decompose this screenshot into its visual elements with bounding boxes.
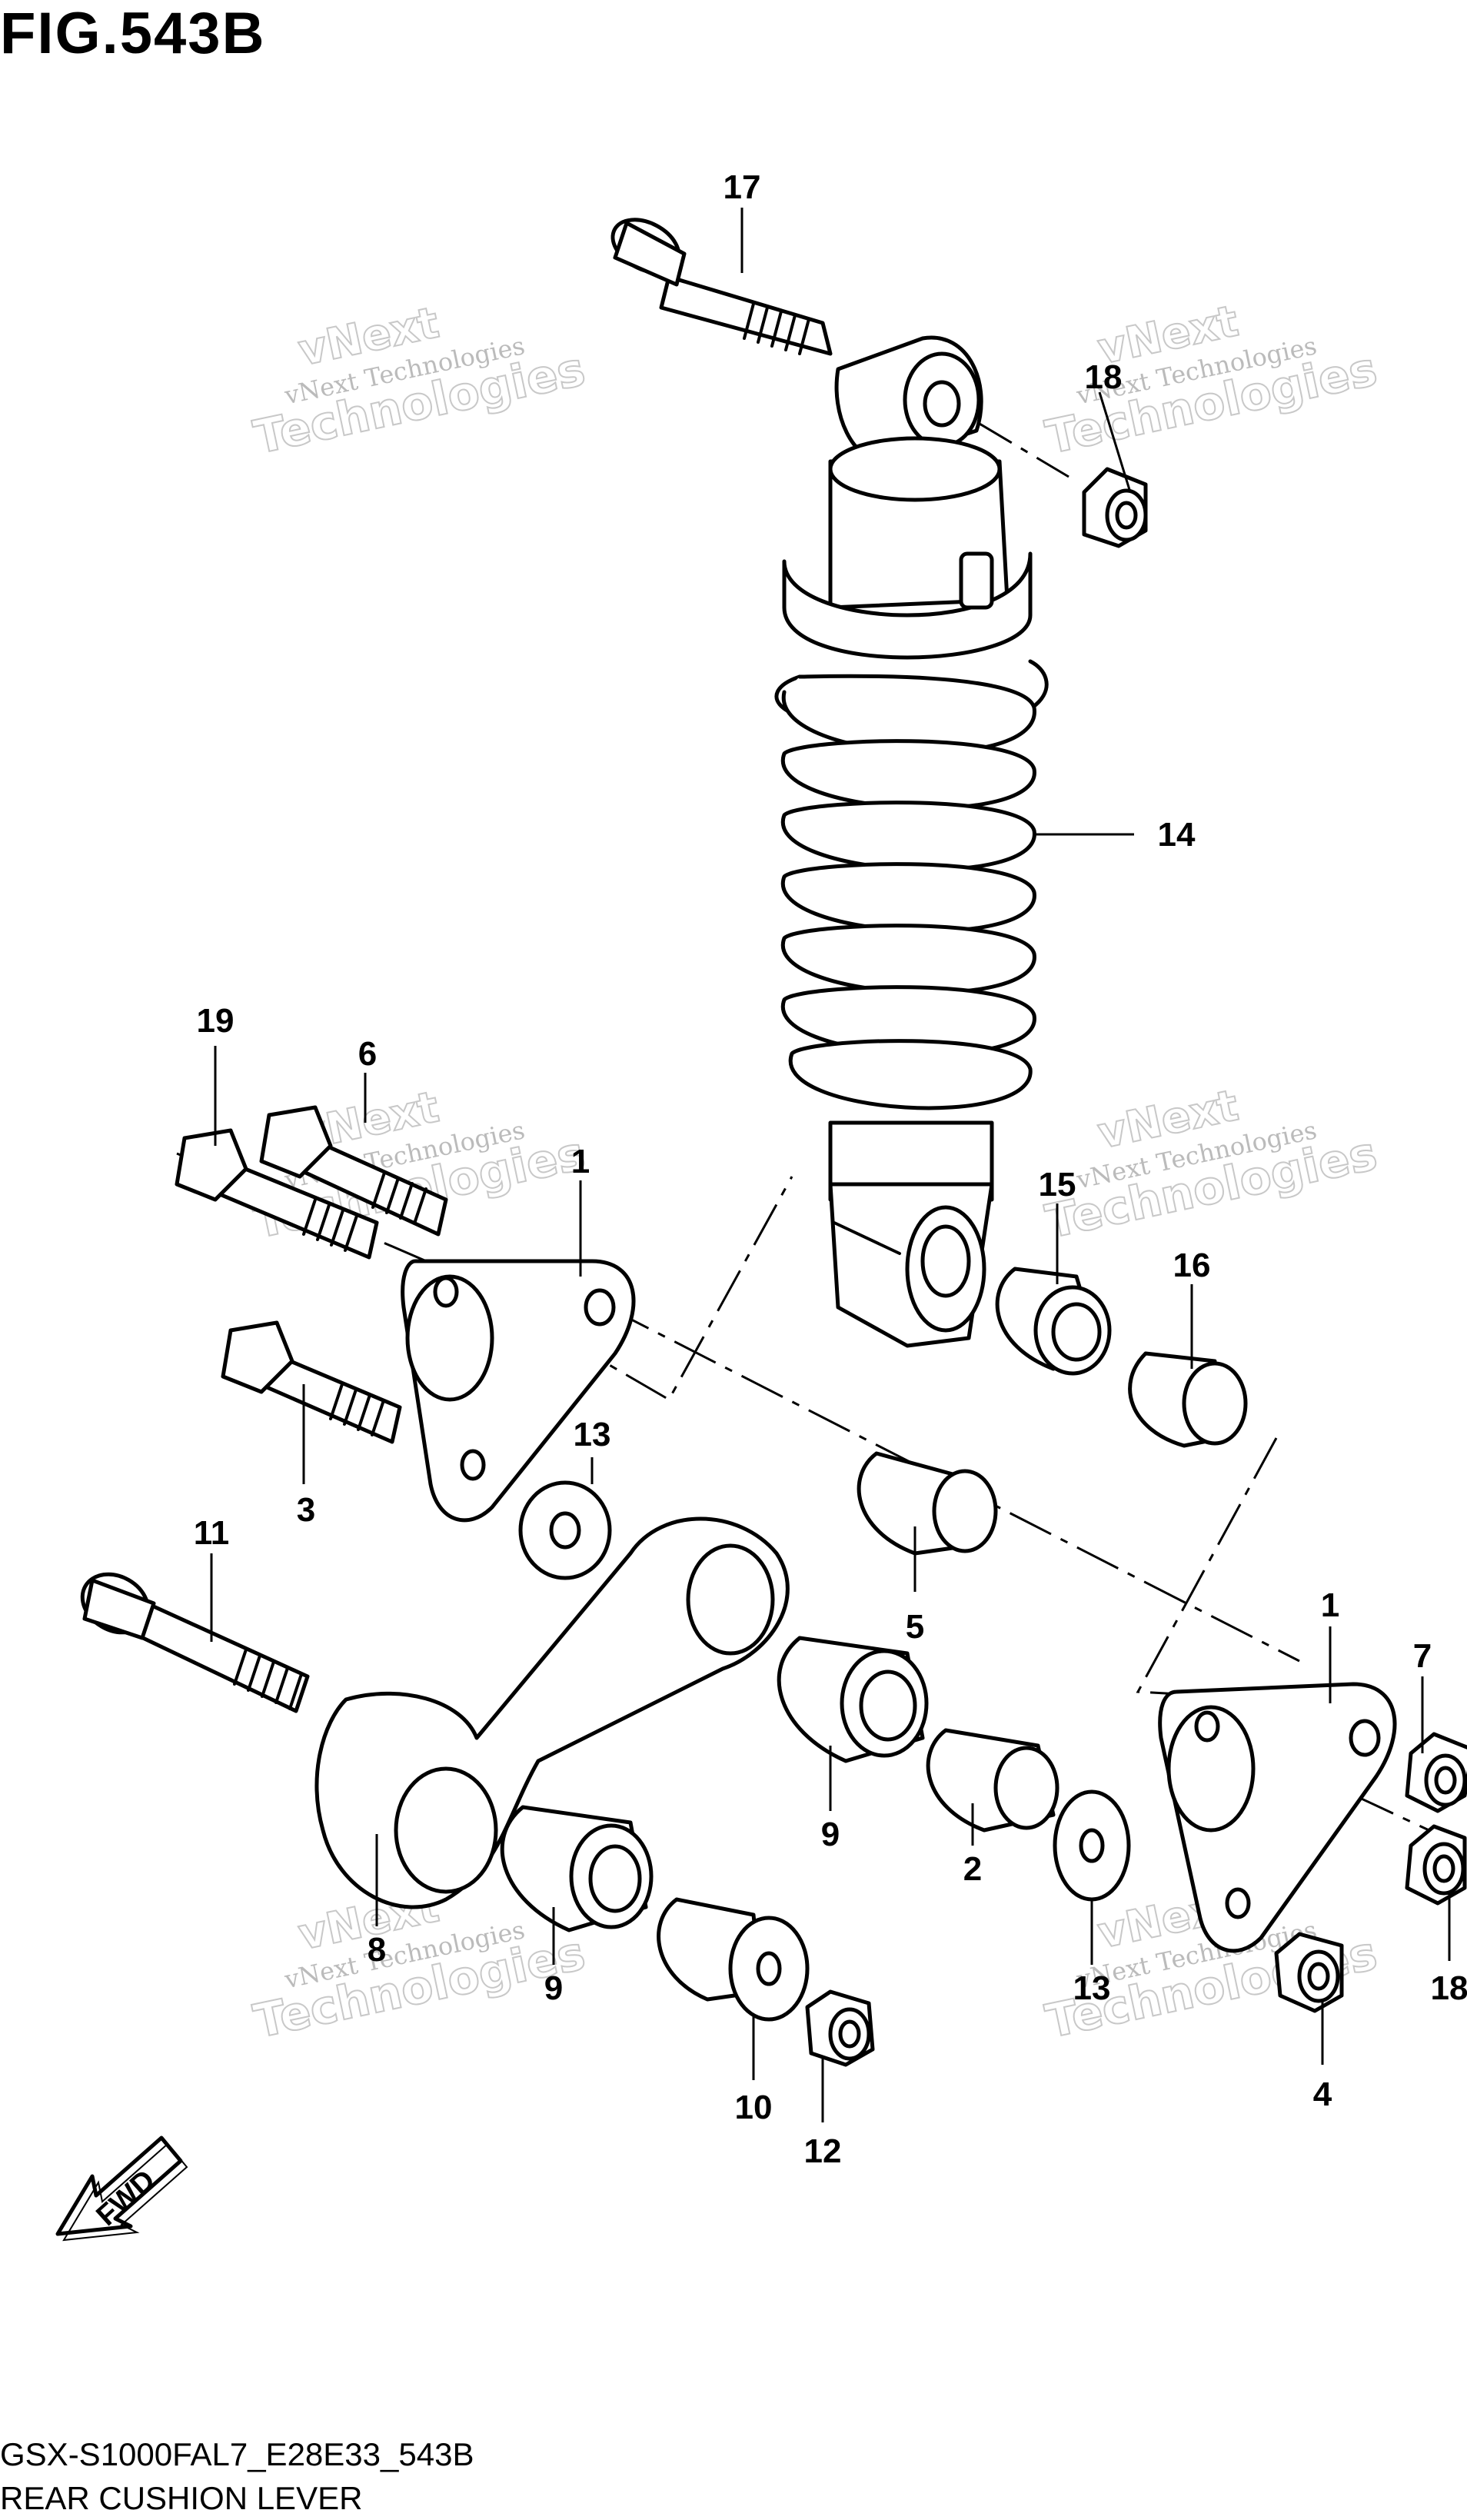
watermark: vNext Technologies vNext Technologies	[248, 297, 590, 465]
callout-3: 3	[297, 1491, 315, 1529]
callouts: 17 18 14 19 6 1 15 16 13 3 11 5 1 7 9 2 …	[194, 168, 1467, 2170]
bolt-3	[221, 1320, 402, 1444]
washer-13-left	[518, 1480, 612, 1580]
callout-14: 14	[1158, 816, 1196, 854]
collar-16	[1128, 1351, 1248, 1448]
bolt-11	[80, 1572, 310, 1713]
leader-lines	[210, 208, 1451, 2122]
callout-18-bottom: 18	[1431, 1969, 1467, 2007]
callout-8: 8	[368, 1931, 386, 1969]
callout-6: 6	[358, 1035, 377, 1073]
callout-16: 16	[1173, 1247, 1211, 1284]
collar-10	[657, 1897, 810, 2022]
callout-1-right: 1	[1321, 1586, 1339, 1624]
shock-absorber-14	[774, 335, 1049, 1348]
nut-18-top	[1082, 467, 1148, 548]
spacer-5	[857, 1451, 998, 1556]
spacer-2	[926, 1728, 1060, 1833]
bolt-17	[610, 218, 833, 356]
watermark: vNext Technologies vNext Technologies	[1040, 1080, 1382, 1250]
nut-12	[805, 1989, 875, 2067]
figure-name: REAR CUSHION LEVER	[0, 2480, 363, 2516]
callout-15: 15	[1039, 1166, 1076, 1203]
callout-18: 18	[1085, 358, 1123, 396]
nut-7	[1405, 1732, 1467, 1813]
fwd-arrow-icon: FWD	[55, 2136, 188, 2242]
nut-18-bottom	[1405, 1824, 1467, 1906]
callout-7: 7	[1413, 1637, 1432, 1675]
cushion-lever-8	[314, 1516, 790, 1909]
cushion-rod-1-right	[1158, 1682, 1397, 1953]
callout-5: 5	[906, 1608, 924, 1646]
callout-2: 2	[963, 1850, 982, 1888]
callout-4: 4	[1313, 2076, 1332, 2113]
callout-13-right: 13	[1073, 1969, 1111, 2007]
bolt-19	[175, 1128, 379, 1260]
figure-title: FIG.543B	[0, 1, 266, 66]
bearing-15	[995, 1267, 1112, 1376]
bolt-6	[259, 1105, 448, 1237]
figure-code: GSX-S1000FAL7_E28E33_543B	[0, 2436, 474, 2472]
nut-4	[1274, 1932, 1344, 2013]
callout-9-bottom: 9	[544, 1969, 563, 2007]
callout-11: 11	[194, 1514, 230, 1552]
callout-9-mid: 9	[821, 1816, 840, 1853]
callout-17: 17	[724, 168, 761, 206]
bearing-9-bottom	[500, 1805, 654, 1932]
callout-13: 13	[574, 1416, 611, 1453]
callout-10: 10	[735, 2089, 773, 2126]
callout-19: 19	[197, 1002, 235, 1040]
bearing-9-mid	[777, 1636, 929, 1763]
cushion-rod-1-left	[401, 1259, 636, 1523]
watermark: vNext Technologies vNext Technologies	[1040, 295, 1382, 465]
callout-12: 12	[804, 2132, 842, 2170]
callout-1: 1	[571, 1143, 590, 1180]
washer-13-right	[1053, 1789, 1131, 1902]
